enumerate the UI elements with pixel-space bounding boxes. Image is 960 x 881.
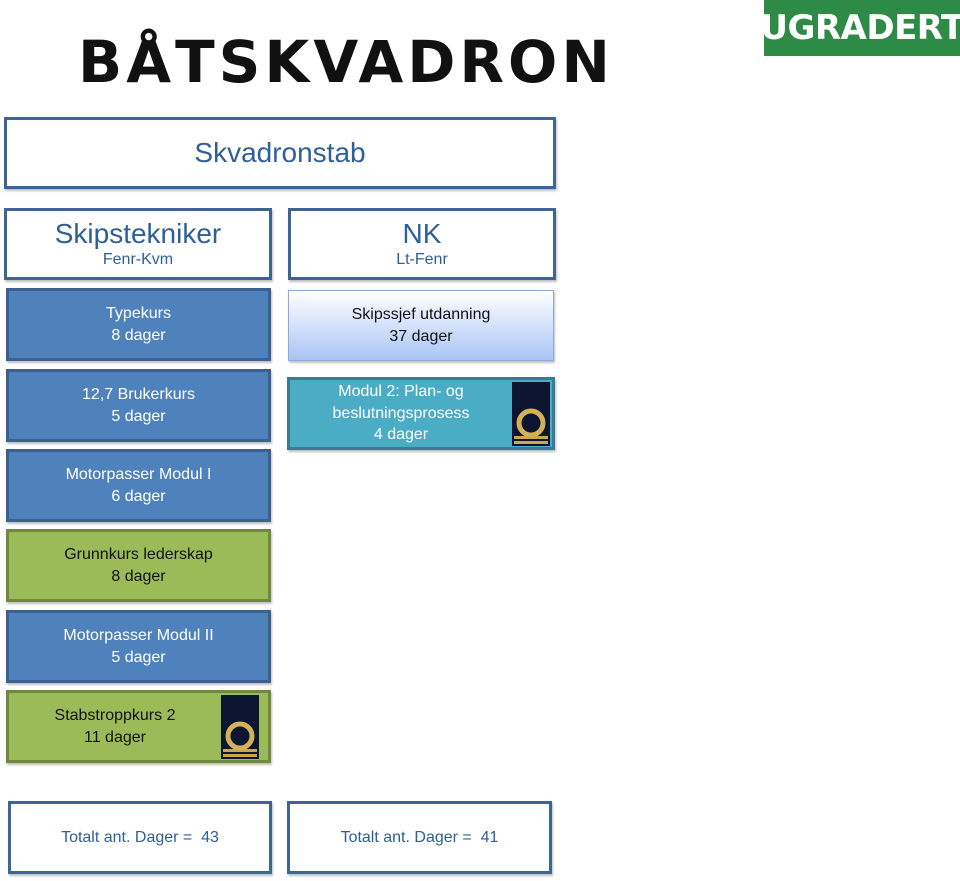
course-duration: 5 dager <box>111 407 166 425</box>
course-box-brukerkurs: 12,7 Brukerkurs 5 dager <box>6 369 271 442</box>
left-column-subtitle: Fenr-Kvm <box>102 251 174 268</box>
course-duration: 8 dager <box>111 567 166 585</box>
classification-label: UGRADERT <box>760 8 960 48</box>
left-total-box: Totalt ant. Dager = 43 <box>8 801 272 874</box>
right-column-subtitle: Lt-Fenr <box>396 251 448 268</box>
right-column-title: NK <box>402 218 442 249</box>
course-name: Typekurs <box>106 305 171 322</box>
logo-text: BÅTSKVADRON <box>78 28 614 96</box>
course-duration: 37 dager <box>389 327 453 345</box>
course-box-stabstroppkurs-2: Stabstroppkurs 2 11 dager <box>6 690 271 763</box>
course-name-line1: Modul 2: Plan- og <box>338 383 464 401</box>
left-column-header: Skipstekniker Fenr-Kvm <box>4 208 272 280</box>
course-duration: 4 dager <box>373 426 429 444</box>
course-name: Skipssjef utdanning <box>351 306 491 323</box>
course-box-grunnkurs-lederskap: Grunnkurs lederskap 8 dager <box>6 529 271 602</box>
course-duration: 8 dager <box>111 326 166 344</box>
course-duration: 6 dager <box>111 487 166 505</box>
right-total-box: Totalt ant. Dager = 41 <box>287 801 552 874</box>
top-header-box: Skvadronstab <box>4 117 556 189</box>
course-box-motorpasser-modul-2: Motorpasser Modul II 5 dager <box>6 610 271 683</box>
course-name: 12,7 Brukerkurs <box>82 386 195 403</box>
top-header-title: Skvadronstab <box>194 137 366 168</box>
course-name: Motorpasser Modul I <box>65 466 212 483</box>
left-column-title: Skipstekniker <box>54 218 222 249</box>
course-box-skipssjef-utdanning: Skipssjef utdanning 37 dager <box>288 290 554 361</box>
classification-badge: UGRADERT <box>760 0 960 56</box>
right-total-text: Totalt ant. Dager = 41 <box>340 828 499 846</box>
right-column-header: NK Lt-Fenr <box>288 208 556 280</box>
logo: BÅTSKVADRON <box>78 22 610 102</box>
course-name: Stabstroppkurs 2 <box>54 707 176 724</box>
course-name-line2: beslutningsprosess <box>332 404 470 422</box>
course-box-typekurs: Typekurs 8 dager <box>6 288 271 361</box>
rank-insignia-icon <box>512 381 550 446</box>
left-total-text: Totalt ant. Dager = 43 <box>61 828 219 846</box>
course-box-motorpasser-modul-1: Motorpasser Modul I 6 dager <box>6 449 271 522</box>
rank-insignia-icon <box>221 694 259 759</box>
course-box-modul-2: Modul 2: Plan- og beslutningsprosess 4 d… <box>287 377 555 450</box>
course-duration: 5 dager <box>111 648 166 666</box>
course-duration: 11 dager <box>84 728 146 746</box>
course-name: Grunnkurs lederskap <box>64 546 213 563</box>
course-name: Motorpasser Modul II <box>63 627 214 644</box>
